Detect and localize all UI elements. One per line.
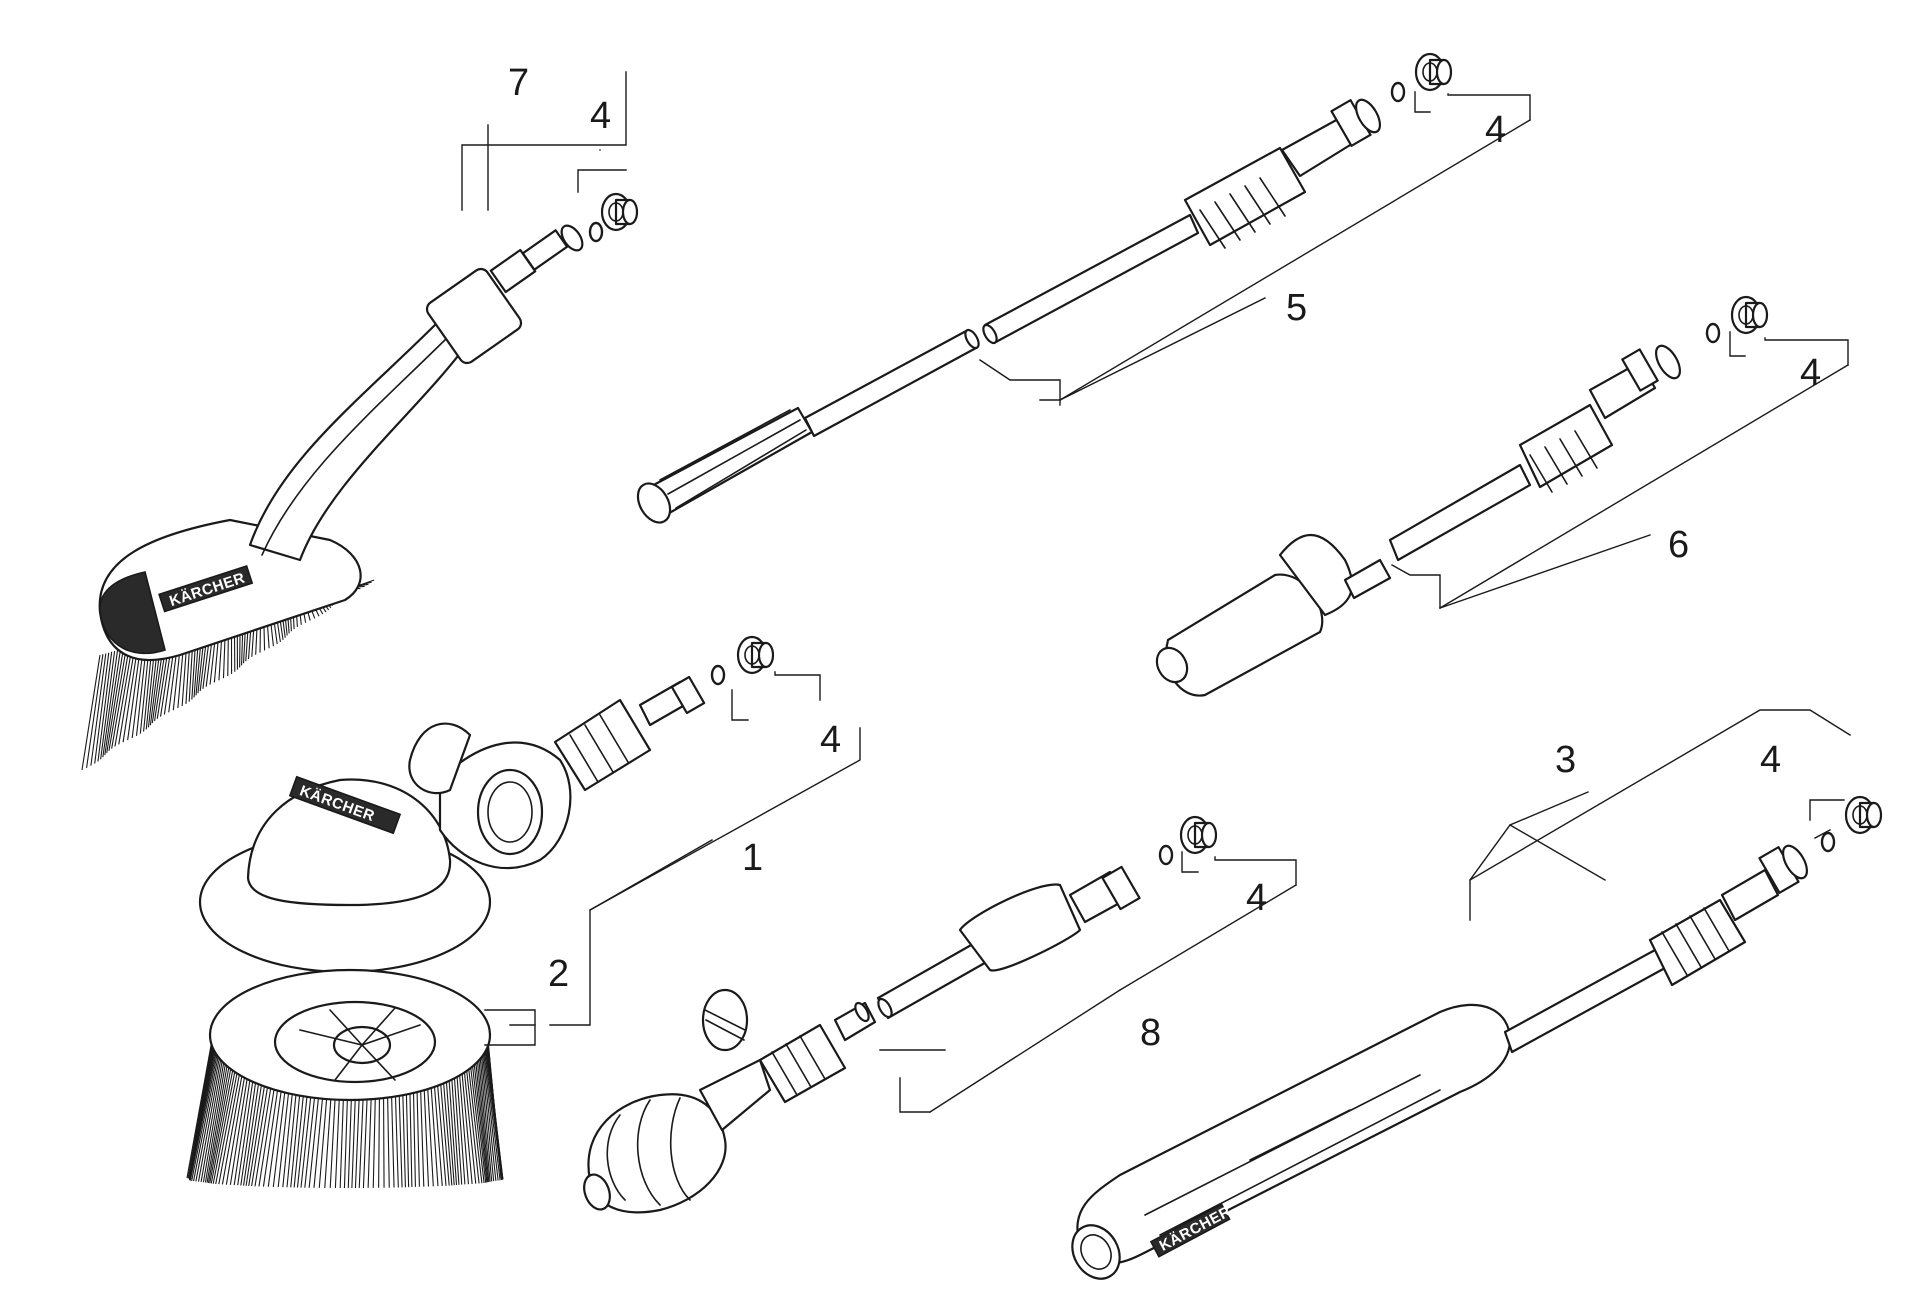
callout-4e: 4 bbox=[1246, 877, 1267, 919]
oring-8 bbox=[1158, 844, 1174, 866]
wash-brush-part-7: KÄRCHER 7 4 bbox=[80, 62, 639, 771]
nozzle-cap-5 bbox=[1414, 52, 1453, 92]
callout-4c: 4 bbox=[1800, 352, 1821, 394]
callout-5: 5 bbox=[1286, 287, 1307, 329]
oring-7 bbox=[588, 221, 604, 243]
oring-6 bbox=[1705, 322, 1721, 344]
callout-4f: 4 bbox=[1760, 739, 1781, 781]
callout-8: 8 bbox=[1140, 1012, 1161, 1054]
callout-4d: 4 bbox=[820, 719, 841, 761]
rotary-nozzle-part-8: 4 8 bbox=[583, 815, 1297, 1214]
oring-1 bbox=[710, 664, 726, 686]
handle-part-3: KÄRCHER 3 4 bbox=[1071, 709, 1883, 1280]
nozzle-cap-1 bbox=[736, 635, 775, 675]
callout-7: 7 bbox=[508, 62, 529, 104]
nozzle-cap-8 bbox=[1179, 815, 1218, 855]
oring-3 bbox=[1820, 831, 1836, 853]
callout-6: 6 bbox=[1668, 524, 1689, 566]
oring-5 bbox=[1390, 81, 1406, 103]
rotating-brush-part-1: KÄRCHER 4 1 bbox=[198, 635, 861, 1026]
nozzle-cap-3 bbox=[1844, 795, 1883, 835]
nozzle-cap-6 bbox=[1730, 295, 1769, 335]
spray-lance-part-5: 4 5 bbox=[636, 52, 1531, 524]
nozzle-cap-7 bbox=[600, 192, 639, 232]
callout-3: 3 bbox=[1555, 739, 1576, 781]
callout-4b: 4 bbox=[1485, 109, 1506, 151]
brush-head-part-2: 2 bbox=[186, 953, 569, 1189]
dirt-blaster-part-6: 4 6 bbox=[1155, 295, 1849, 697]
callout-1: 1 bbox=[742, 837, 763, 879]
callout-4a: 4 bbox=[590, 95, 611, 137]
callout-2: 2 bbox=[548, 953, 569, 995]
